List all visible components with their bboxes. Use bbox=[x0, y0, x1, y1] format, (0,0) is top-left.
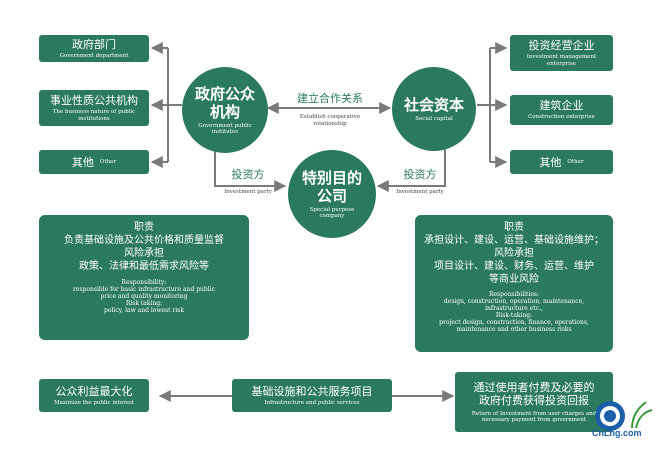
gov-department-en: Government department bbox=[59, 52, 129, 59]
social-resp-en4: Risk-taking: bbox=[495, 312, 533, 319]
construction-enterprise-zh: 建筑企业 bbox=[539, 99, 584, 113]
social-resp-en5: project design, construction, finance, o… bbox=[439, 319, 589, 326]
construction-enterprise-en: Construction enterprise bbox=[528, 114, 595, 121]
gov-department-zh: 政府部门 bbox=[72, 37, 116, 51]
public-interest-box: 公众利益最大化 Maximize the public interest bbox=[39, 379, 149, 412]
return-en2: necessary payment from government bbox=[482, 417, 586, 423]
investor-left-en: Investment party bbox=[224, 189, 272, 195]
public-institution-en: The business nature of public institutio… bbox=[52, 109, 136, 122]
left-other-en: Other bbox=[99, 158, 117, 165]
social-capital-en: Social capital bbox=[415, 115, 453, 122]
right-other-zh: 其他 bbox=[539, 155, 562, 169]
watermark-logo: ChLng.com bbox=[588, 398, 654, 444]
investor-right-zh: 投资方 bbox=[403, 168, 437, 181]
construction-enterprise-box: 建筑企业 Construction enterprise bbox=[510, 95, 613, 125]
social-resp-title: 职责 bbox=[504, 222, 524, 233]
public-institution-zh: 事业性质公共机构 bbox=[50, 94, 138, 107]
social-resp-en6: maintenance and other business risks bbox=[456, 326, 572, 333]
gov-circle-en: Government public institutes bbox=[198, 122, 252, 136]
gov-resp-en4: Risk taking: bbox=[125, 300, 163, 307]
return-zh2: 政府付费获得投资回报 bbox=[479, 393, 589, 407]
investor-right-en: Investment party bbox=[396, 189, 444, 195]
spv-circle-en: Special purpose company bbox=[309, 206, 355, 220]
investment-enterprise-box: 投资经营企业 Investment management enterprise bbox=[510, 35, 613, 71]
logo-icon bbox=[595, 401, 653, 431]
spv-circle: 特别目的公司 Special purpose company bbox=[288, 150, 376, 238]
public-interest-en: Maximize the public interest bbox=[53, 399, 135, 406]
social-capital-zh: 社会资本 bbox=[403, 95, 464, 114]
gov-resp-en3: price and quality monitoring bbox=[100, 293, 188, 300]
gov-department-box: 政府部门 Government department bbox=[39, 35, 149, 62]
social-risk-title: 风险承担 bbox=[494, 248, 534, 259]
social-resp-line2: 项目设计、建设、财务、运营、维护 bbox=[434, 261, 594, 272]
social-resp-line1: 承担设计、建设、运营、基础设施维护； bbox=[424, 235, 604, 246]
gov-risk-title: 风险承担 bbox=[124, 248, 164, 259]
gov-circle: 政府公众机构 Government public institutes bbox=[182, 67, 268, 153]
infrastructure-box: 基础设施和公共服务项目 Infrastructure and public se… bbox=[232, 379, 392, 412]
investor-left-label: 投资方 Investment party bbox=[208, 168, 288, 196]
logo-text: ChLng.com bbox=[592, 428, 642, 438]
gov-resp-line2: 政策、法律和最低需求风险等 bbox=[79, 261, 209, 272]
cooperation-label: 建立合作关系 Establish cooperative relationshi… bbox=[282, 92, 378, 127]
gov-resp-en5: policy, law and lowest risk bbox=[104, 307, 184, 314]
social-capital-circle: 社会资本 Social capital bbox=[392, 67, 476, 151]
gov-resp-title: 职责 bbox=[134, 222, 154, 233]
return-zh1: 通过使用者付费及必要的 bbox=[473, 380, 595, 394]
public-interest-zh: 公众利益最大化 bbox=[55, 384, 133, 398]
left-other-zh: 其他 bbox=[71, 155, 94, 169]
gov-circle-zh: 政府公众机构 bbox=[194, 84, 255, 121]
gov-responsibility-box: 职责 负责基础设施及公共价格和质量监督 风险承担 政策、法律和最低需求风险等 R… bbox=[39, 215, 249, 340]
investor-left-zh: 投资方 bbox=[231, 168, 265, 181]
return-en1: Return of Investment from user charges a… bbox=[471, 410, 597, 417]
infrastructure-en: Infrastructure and public services bbox=[264, 399, 360, 406]
infrastructure-zh: 基础设施和公共服务项目 bbox=[251, 384, 373, 398]
left-other-box: 其他 Other bbox=[39, 150, 149, 174]
investment-enterprise-en: Investment management enterprise bbox=[526, 54, 597, 67]
spv-circle-zh: 特别目的公司 bbox=[302, 168, 363, 205]
social-resp-en1: Responsibilities: bbox=[488, 291, 540, 298]
public-institution-box: 事业性质公共机构 The business nature of public i… bbox=[39, 90, 149, 126]
right-other-en: Other bbox=[567, 158, 584, 165]
gov-resp-line1: 负责基础设施及公共价格和质量监督 bbox=[64, 235, 224, 246]
gov-resp-en1: Responsibility: bbox=[121, 279, 167, 286]
social-resp-en2: design, construction, operation, mainten… bbox=[443, 298, 585, 305]
gov-resp-en2: responsible for basic infrastructure and… bbox=[73, 286, 215, 293]
social-resp-line3: 等商业风险 bbox=[489, 274, 539, 285]
social-responsibility-box: 职责 承担设计、建设、运营、基础设施维护； 风险承担 项目设计、建设、财务、运营… bbox=[415, 215, 613, 352]
investor-right-label: 投资方 Investment party bbox=[380, 168, 460, 196]
social-resp-en3: infrastructure etc., bbox=[485, 305, 543, 312]
return-box: 通过使用者付费及必要的 政府付费获得投资回报 Return of Investm… bbox=[455, 372, 613, 432]
investment-enterprise-zh: 投资经营企业 bbox=[528, 39, 595, 52]
right-other-box: 其他 Other bbox=[510, 150, 613, 174]
cooperation-zh: 建立合作关系 bbox=[297, 92, 363, 105]
cooperation-en: Establish cooperative relationship bbox=[299, 114, 361, 127]
